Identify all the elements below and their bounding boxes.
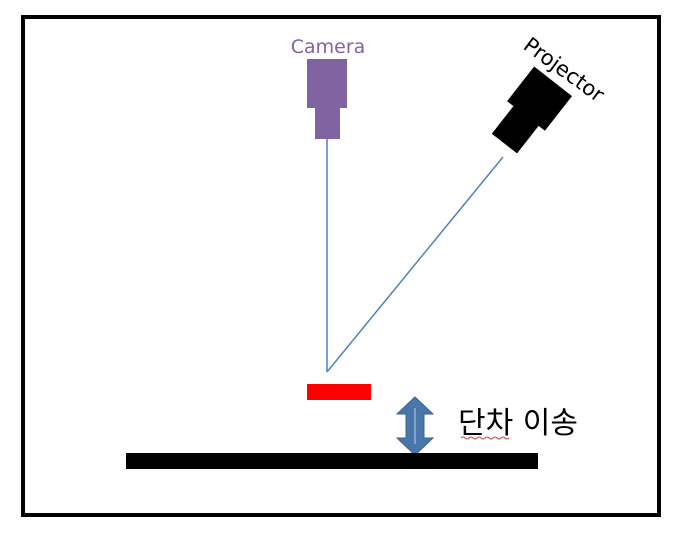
target-object (307, 384, 371, 400)
camera-label: Camera (291, 36, 366, 58)
projector-ray (326, 156, 504, 373)
stage-base (126, 453, 538, 469)
spellcheck-underline (460, 436, 510, 440)
projector-icon (491, 66, 573, 154)
camera-icon (307, 59, 347, 139)
step-transfer-label: 단차 이송 (458, 406, 578, 441)
